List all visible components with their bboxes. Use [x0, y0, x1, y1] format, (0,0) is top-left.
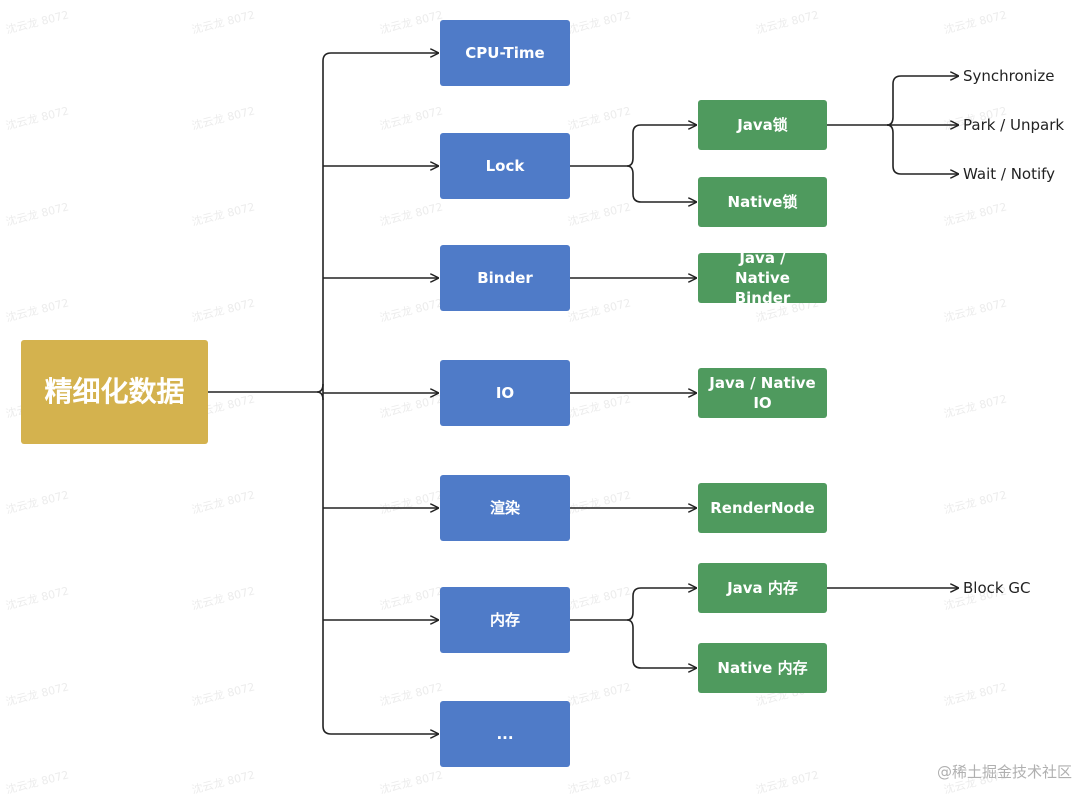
- credit-watermark: @稀土掘金技术社区: [936, 763, 1072, 781]
- category-rendering: 渲染: [440, 475, 570, 541]
- connector-java-lock-synchronize: [886, 76, 958, 126]
- category-binder: Binder: [440, 245, 570, 311]
- connector-join-down: [316, 391, 324, 401]
- detail-java-native-binder: Java / Native Binder: [698, 249, 827, 307]
- leaf-block-gc: Block GC: [963, 579, 1031, 597]
- connector-lock-native: [626, 165, 696, 202]
- detail-java-lock: Java锁: [698, 100, 827, 150]
- detail-native-lock: Native锁: [698, 177, 827, 227]
- connector-lock-java: [626, 125, 696, 167]
- category-memory: 内存: [440, 587, 570, 653]
- root-node: 精细化数据: [21, 340, 208, 444]
- category-lock: Lock: [440, 133, 570, 199]
- detail-native-memory: Native 内存: [698, 643, 827, 693]
- connector-memory-java: [626, 588, 696, 621]
- connector-category-0: [322, 53, 438, 62]
- connector-java-lock-wait: [886, 124, 958, 174]
- connector-memory-native: [626, 619, 696, 668]
- detail-render-node: RenderNode: [698, 483, 827, 533]
- leaf-synchronize: Synchronize: [963, 67, 1055, 85]
- connector-category-6: [322, 725, 438, 734]
- category-io: IO: [440, 360, 570, 426]
- category-more: ...: [440, 701, 570, 767]
- leaf-park-unpark: Park / Unpark: [963, 116, 1065, 134]
- connector-join-up: [316, 383, 324, 393]
- category-cpu-time: CPU-Time: [440, 20, 570, 86]
- leaf-wait-notify: Wait / Notify: [963, 165, 1056, 183]
- detail-java-memory: Java 内存: [698, 563, 827, 613]
- detail-java-native-io: Java / Native IO: [698, 368, 827, 418]
